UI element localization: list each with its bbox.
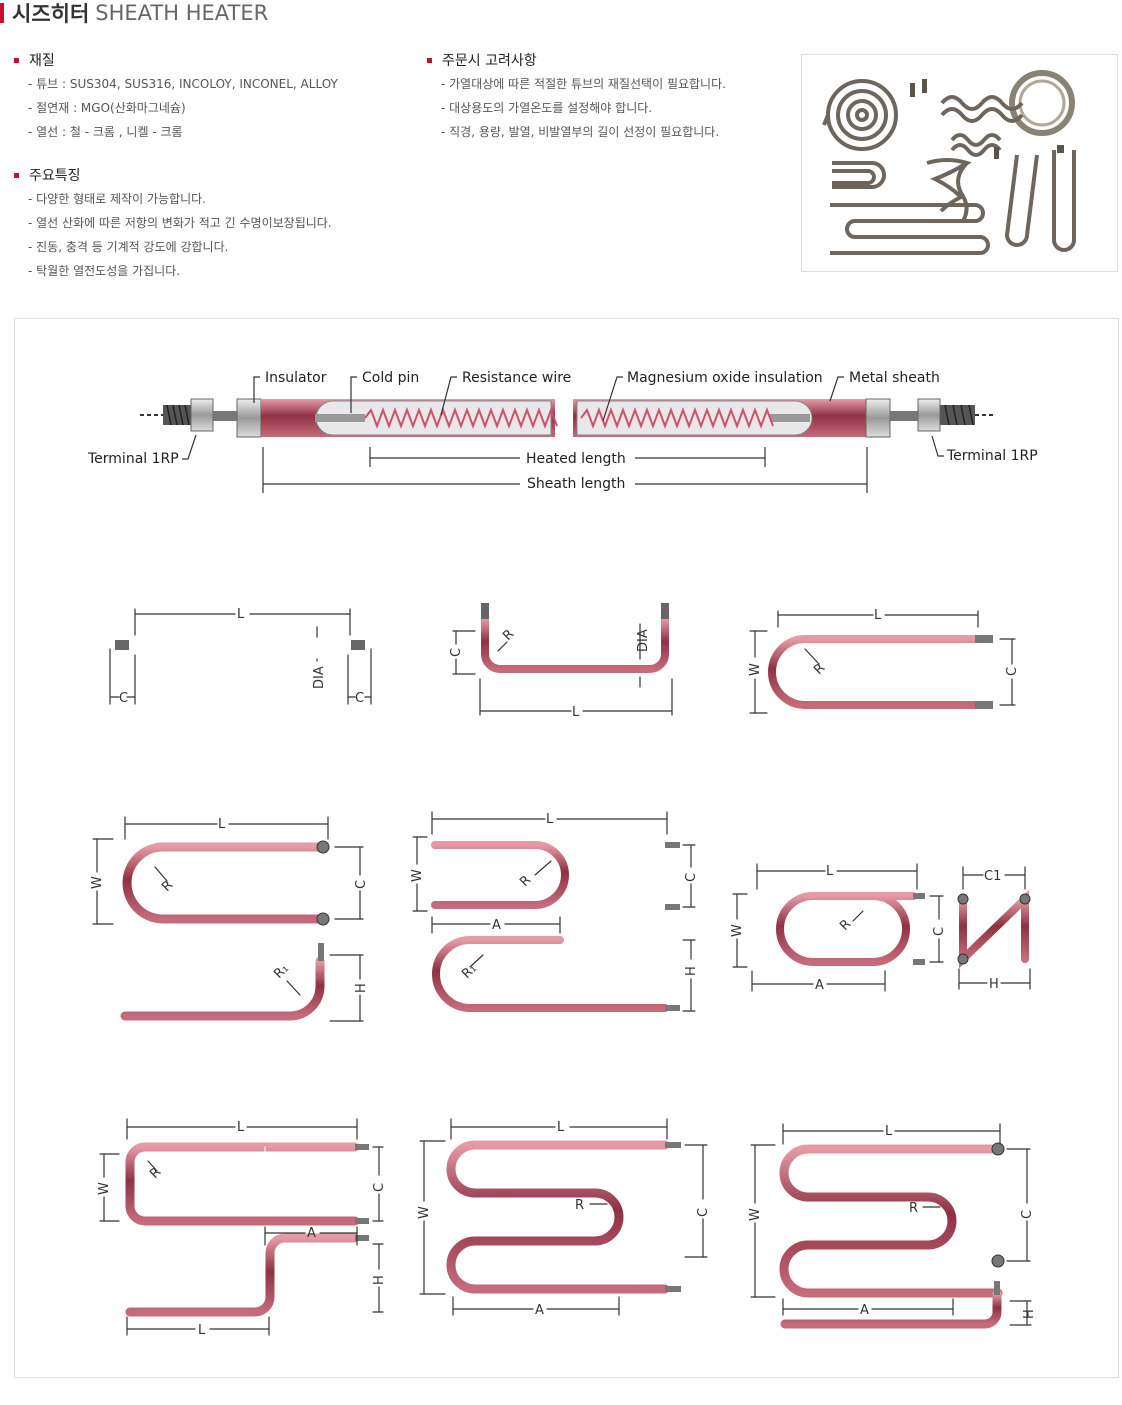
dim-H: H	[354, 983, 369, 993]
dim-A: A	[535, 1303, 544, 1318]
label-sheath-length: Sheath length	[527, 476, 625, 492]
dim-W: W	[748, 1208, 763, 1221]
label-insulator: Insulator	[265, 370, 327, 386]
dim-W: W	[417, 1206, 432, 1219]
title-marker	[0, 3, 4, 23]
dim-C: C	[1020, 1210, 1035, 1219]
dim-H: H	[989, 977, 999, 992]
shape-serpentine-with-bend: L W C A H R	[748, 1123, 1037, 1329]
bullet-icon	[14, 57, 19, 63]
dim-L: L	[885, 1124, 893, 1139]
dim-W: W	[410, 869, 425, 882]
list-item: - 열선 산화에 따른 저항의 변화가 적고 긴 수명이보장됩니다.	[28, 216, 332, 230]
label-mgo-insulation: Magnesium oxide insulation	[627, 370, 823, 386]
shape-z: C1 H	[957, 866, 1031, 992]
dim-R: R	[837, 917, 854, 934]
shape-loop: L W C A R	[730, 863, 947, 993]
dim-C: C	[684, 873, 699, 882]
dim-L: L	[874, 608, 882, 623]
title-english: SHEATH HEATER	[95, 1, 269, 25]
shape-u-shallow: C L DIA R	[449, 603, 673, 720]
label-heated-length: Heated length	[526, 451, 626, 467]
dim-C: C	[372, 1183, 387, 1192]
dim-C: C	[696, 1208, 711, 1217]
heater-diagrams: Insulator Cold pin Resistance wire Magne…	[87, 370, 1038, 1338]
shape-hairpin-s-bend: L W C A H L R	[97, 1118, 387, 1338]
dim-A: A	[815, 978, 824, 993]
title-korean: 시즈히터	[12, 2, 90, 26]
dim-L: L	[546, 812, 554, 827]
dim-L: L	[237, 1120, 245, 1135]
materials-section: 재질 - 튜브 : SUS304, SUS316, INCOLOY, INCON…	[0, 50, 338, 144]
label-terminal-left: Terminal 1RP	[87, 451, 179, 467]
structure-diagram: Insulator Cold pin Resistance wire Magne…	[87, 370, 1038, 493]
dim-A: A	[492, 918, 501, 933]
label-resistance-wire: Resistance wire	[462, 370, 571, 386]
label-cold-pin: Cold pin	[362, 370, 419, 386]
shape-straight: L C C DIA	[109, 607, 372, 706]
dim-A: A	[860, 1303, 869, 1318]
dim-H: H	[684, 966, 699, 976]
shape-hairpin: L W C R	[748, 608, 1020, 714]
dim-L: L	[557, 1120, 565, 1135]
dim-C: C	[354, 880, 369, 889]
ordering-heading: 주문시 고려사항	[442, 53, 537, 69]
label-terminal-right: Terminal 1RP	[946, 448, 1038, 464]
shape-serpentine: L W C A R	[417, 1118, 711, 1318]
list-item: - 절연재 : MGO(산화마그네슘)	[28, 101, 186, 115]
shape-double-hairpin: L W C A H R R₁	[410, 811, 699, 1012]
diagram-panel: Insulator Cold pin Resistance wire Magne…	[14, 318, 1119, 1378]
bullet-icon	[14, 172, 19, 178]
dim-C: C	[1005, 667, 1020, 676]
dim-A: A	[307, 1226, 316, 1241]
dim-H: H	[1022, 1309, 1037, 1319]
list-item: - 열선 : 철 - 크롬 , 니켈 - 크롬	[28, 125, 183, 139]
dim-L: L	[237, 607, 245, 622]
dim-C: C	[449, 648, 464, 657]
dim-R: R	[575, 1198, 584, 1213]
dim-C: C	[355, 691, 364, 706]
dim-W: W	[730, 924, 745, 937]
dim-R1: R₁	[271, 961, 292, 982]
list-item: - 가열대상에 따른 적절한 튜브의 재질선택이 필요합니다.	[441, 77, 726, 91]
heater-assortment-image	[822, 70, 1076, 255]
page-title: 시즈히터 SHEATH HEATER	[0, 0, 268, 26]
dim-H: H	[372, 1275, 387, 1285]
shape-hairpin-with-bend: L W C H R R₁	[90, 816, 369, 1022]
features-heading: 주요특징	[29, 168, 81, 184]
product-photo	[801, 54, 1118, 272]
dim-R: R	[500, 627, 517, 644]
dim-DIA: DIA	[636, 629, 651, 652]
dim-C1: C1	[984, 869, 1001, 884]
bullet-icon	[427, 57, 432, 63]
dim-W: W	[90, 876, 105, 889]
materials-heading: 재질	[29, 53, 55, 69]
dim-L: L	[198, 1323, 206, 1338]
dim-W: W	[97, 1182, 112, 1195]
dim-L: L	[826, 864, 834, 879]
list-item: - 직경, 용량, 발열, 비발열부의 길이 선정이 필요합니다.	[441, 125, 720, 139]
dim-R: R	[517, 873, 534, 890]
dim-C: C	[932, 927, 947, 936]
list-item: - 진동, 충격 등 기계적 강도에 강합니다.	[28, 240, 229, 254]
dim-W: W	[748, 663, 763, 676]
dim-DIA: DIA	[312, 666, 327, 689]
list-item: - 다양한 형태로 제작이 가능합니다.	[28, 192, 206, 206]
ordering-section: 주문시 고려사항 - 가열대상에 따른 적절한 튜브의 재질선택이 필요합니다.…	[413, 50, 726, 144]
dim-R: R	[147, 1165, 164, 1182]
dim-L: L	[218, 817, 226, 832]
label-metal-sheath: Metal sheath	[849, 370, 940, 386]
list-item: - 튜브 : SUS304, SUS316, INCOLOY, INCONEL,…	[28, 77, 338, 91]
dim-R: R	[159, 878, 176, 895]
features-section: 주요특징 - 다양한 형태로 제작이 가능합니다. - 열선 산화에 따른 저항…	[0, 165, 332, 283]
list-item: - 대상용도의 가열온도를 설정해야 합니다.	[441, 101, 653, 115]
dim-C: C	[119, 691, 128, 706]
dim-R: R	[909, 1201, 918, 1216]
dim-R1: R₁	[459, 961, 480, 982]
dim-R: R	[811, 661, 828, 678]
dim-L: L	[572, 705, 580, 720]
list-item: - 탁월한 열전도성을 가집니다.	[28, 264, 181, 278]
